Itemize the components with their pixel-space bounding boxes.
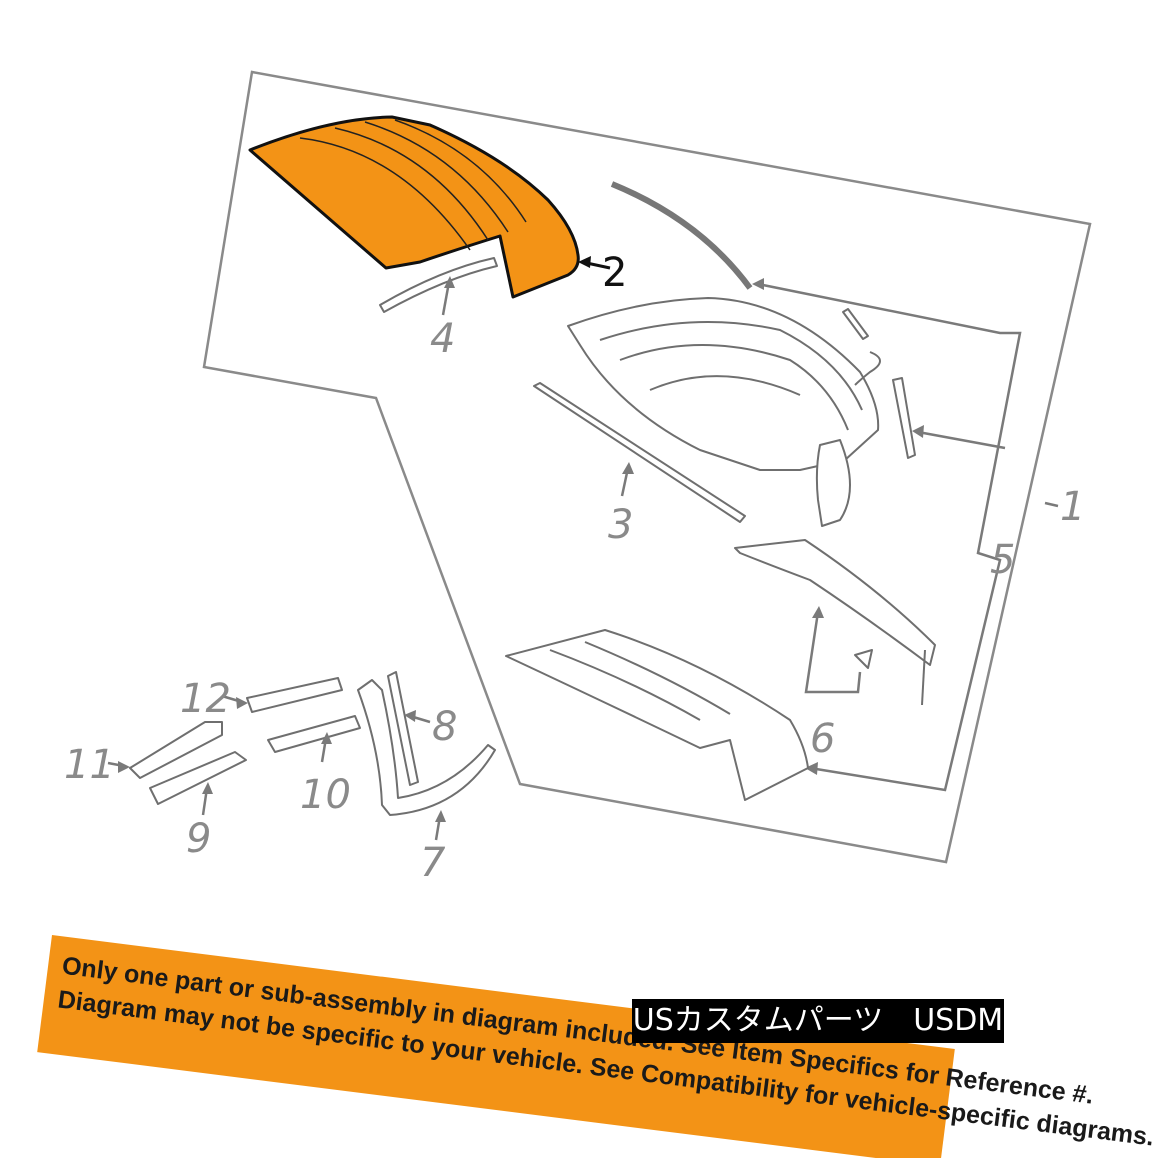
- part-11-bracket: [129, 721, 223, 779]
- store-watermark: USカスタムパーツ USDM: [632, 999, 1004, 1043]
- part-5-leader: [757, 282, 1022, 792]
- part-6-deck-trim: [734, 539, 936, 666]
- callout-10: 10: [300, 772, 351, 818]
- part-2-arrowhead: [578, 256, 591, 268]
- part-cable: [854, 351, 881, 386]
- part-weatherstrip-top: [610, 181, 753, 290]
- part-6-clip: [854, 649, 873, 669]
- part-10-arrowhead: [321, 732, 332, 744]
- part-10-strip: [267, 715, 361, 753]
- part-4-molding: [379, 257, 498, 313]
- part-3-arrowhead: [622, 462, 634, 474]
- part-7-arch-trim: [357, 679, 496, 816]
- part-5-leader-mid: [917, 430, 1006, 450]
- part-12-strip: [246, 677, 343, 713]
- part-5-arrowhead-mid: [912, 425, 924, 438]
- part-7-arrowhead: [435, 810, 446, 822]
- callout-6: 6: [810, 716, 835, 762]
- callout-7: 7: [420, 840, 446, 886]
- callout-11: 11: [64, 742, 115, 788]
- part-6-arrowhead-a: [812, 606, 824, 618]
- part-roof-frame-mechanism: [567, 297, 880, 527]
- part-lower-panel-line-a: [549, 649, 701, 721]
- part-lower-rear-panel: [505, 629, 809, 801]
- callout-12: 12: [180, 676, 231, 722]
- callout-8: 8: [432, 704, 457, 750]
- part-3-side-rail: [533, 382, 746, 523]
- callout-5: 5: [990, 537, 1015, 583]
- part-6-leader: [804, 611, 862, 694]
- part-4-arrowhead: [444, 276, 455, 288]
- callout-3: 3: [608, 502, 633, 548]
- part-lower-panel-line-b: [584, 641, 731, 715]
- part-5-arrowhead-top: [752, 278, 764, 290]
- part-1-leader: [1044, 501, 1059, 508]
- part-11-arrowhead: [118, 761, 130, 773]
- part-9-bracket: [149, 751, 247, 805]
- part-12-arrowhead: [236, 697, 248, 709]
- callout-9: 9: [186, 816, 211, 862]
- callout-4: 4: [430, 316, 455, 362]
- part-8-arrowhead: [404, 710, 416, 722]
- part-5-arrowhead-bottom: [805, 762, 818, 775]
- part-8-pillar-trim: [387, 671, 419, 786]
- part-2-roof-panel: [248, 115, 580, 299]
- part-small-rod: [842, 308, 869, 340]
- part-9-arrowhead: [202, 782, 213, 794]
- callout-1: 1: [1060, 484, 1085, 530]
- callout-2: 2: [602, 250, 627, 296]
- part-side-trim: [892, 377, 916, 459]
- part-6-edge: [921, 649, 926, 706]
